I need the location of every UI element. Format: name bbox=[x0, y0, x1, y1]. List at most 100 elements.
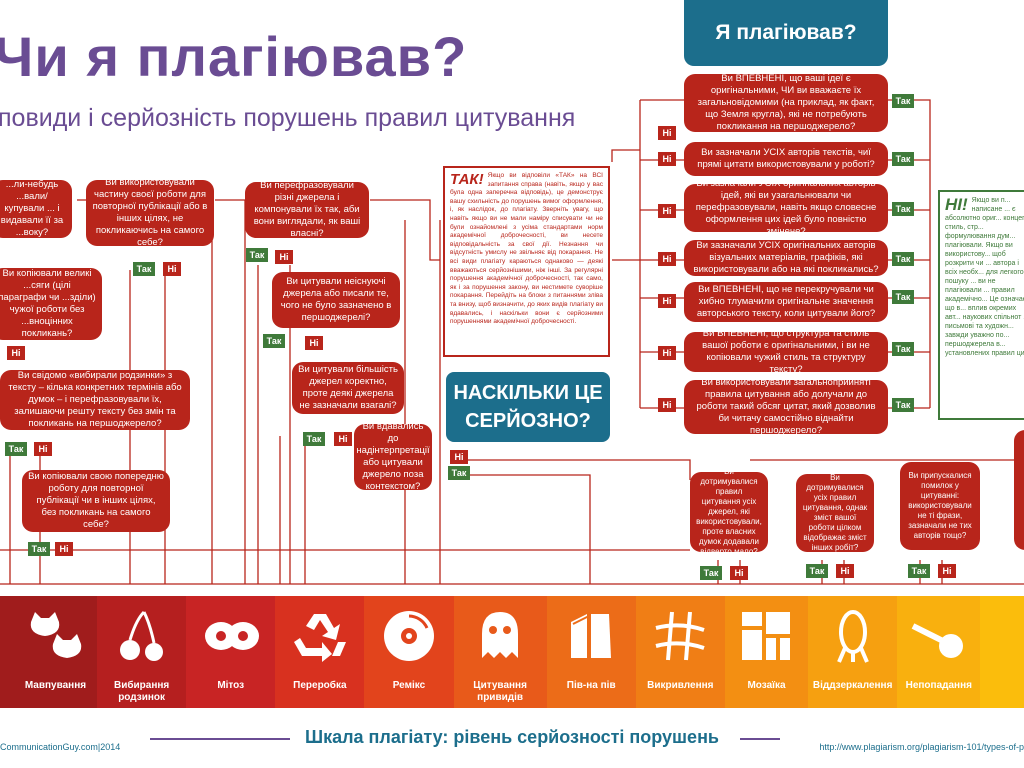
answer-yes: Так bbox=[303, 432, 325, 446]
scale-label: Вибирання родзинок bbox=[113, 680, 170, 703]
question-few-own-ideas: Ви дотримувалися правил цитування усіх д… bbox=[690, 467, 768, 556]
question-some-uncited: Ви цитували більшість джерел коректно, п… bbox=[292, 362, 404, 414]
no-box-heading: НІ! bbox=[945, 195, 968, 214]
answer-yes: Так bbox=[5, 442, 27, 456]
answer-yes: Так bbox=[892, 94, 914, 108]
answer-no: Ні bbox=[658, 126, 676, 140]
answer-no: Ні bbox=[305, 336, 323, 350]
scale-item-half-half: Пів-на пів bbox=[546, 596, 636, 708]
question-citation-rules: Ви використовували загальноприйняті прав… bbox=[684, 377, 888, 436]
answer-no: Ні bbox=[658, 204, 676, 218]
scale-item-distortion: Викривлення bbox=[635, 596, 725, 708]
cd-icon bbox=[383, 611, 434, 661]
scale-title: Шкала плагіату: рівень серйозності поруш… bbox=[304, 727, 720, 747]
answer-yes: Так bbox=[448, 466, 470, 480]
answer-no: Ні bbox=[163, 262, 181, 276]
scale-label: Непопадання bbox=[905, 680, 972, 691]
scale-item-ghost-citing: Цитування привидів bbox=[453, 596, 547, 708]
scale-item-cherry-picking: Вибирання родзинок bbox=[97, 596, 187, 708]
recycle-icon bbox=[293, 614, 346, 662]
scale-item-mosaic: Мозаїка bbox=[724, 596, 809, 708]
answer-no: Ні bbox=[658, 294, 676, 308]
scale-item-mitosis: Мітоз bbox=[186, 596, 276, 708]
hash-icon bbox=[655, 611, 705, 661]
plagiarism-scale: Мавпування Вибирання родзинок Мітоз Пере… bbox=[0, 596, 1024, 708]
question-not-distorted: Ви ВПЕВНЕНІ, що не перекручували чи хибн… bbox=[684, 282, 888, 322]
scale-item-recycle: Переробка bbox=[275, 596, 365, 708]
page-subtitle: повиди і серйозність порушень правил цит… bbox=[0, 104, 576, 132]
question-copied-previous: Ви копіювали свою попередню роботу для п… bbox=[22, 470, 170, 532]
answer-no: Ні bbox=[658, 152, 676, 166]
mirror-icon bbox=[836, 610, 869, 663]
answer-yes: Так bbox=[892, 398, 914, 412]
no-explanation-box: НІ!Якщо ви п... написане ... є абсолютно… bbox=[938, 190, 1024, 420]
question-original-style: Ви ВПЕВНЕНІ, що структура та стиль вашої… bbox=[684, 328, 888, 375]
divider bbox=[740, 738, 780, 740]
answer-no: Ні bbox=[334, 432, 352, 446]
footer-url[interactable]: http://www.plagiarism.org/plagiarism-101… bbox=[819, 742, 1024, 752]
answer-yes: Так bbox=[892, 342, 914, 356]
scale-item-mirror: Віддзеркалення bbox=[808, 596, 898, 708]
answer-yes: Так bbox=[892, 252, 914, 266]
question-partial-right bbox=[1014, 430, 1024, 550]
footer-credit: CommunicationGuy.com|2014 bbox=[0, 742, 121, 752]
mitosis-icon bbox=[204, 622, 259, 650]
miss-icon bbox=[911, 623, 963, 658]
scale-label: Пів-на пів bbox=[566, 680, 616, 691]
question-paraphrase-compose: Ви перефразовували різні джерела і компо… bbox=[245, 180, 369, 239]
cherries-icon bbox=[119, 610, 163, 661]
answer-yes: Так bbox=[806, 564, 828, 578]
question-cited-quotes: Ви зазначали УСІХ авторів текстів, чиї п… bbox=[684, 142, 888, 176]
answer-yes: Так bbox=[892, 152, 914, 166]
scale-label: Віддзеркалення bbox=[812, 680, 893, 691]
answer-no: Ні bbox=[836, 564, 854, 578]
tab-how-serious: НАСКІЛЬКИ ЦЕ СЕРЙОЗНО? bbox=[446, 372, 610, 442]
answer-no: Ні bbox=[938, 564, 956, 578]
cats-icon bbox=[31, 612, 82, 658]
question-bought-work: ...ли-небудь ...вали/купували ... і вида… bbox=[0, 179, 72, 238]
question-original-ideas: Ви ВПЕВНЕНІ, що ваші ідеї є оригінальним… bbox=[684, 73, 888, 132]
scale-label: Переробка bbox=[293, 680, 347, 691]
answer-yes: Так bbox=[700, 566, 722, 580]
page-title: Чи я плагіював? bbox=[0, 25, 468, 88]
scale-label: Цитування привидів bbox=[473, 680, 527, 703]
answer-yes: Так bbox=[263, 334, 285, 348]
answer-yes: Так bbox=[892, 290, 914, 304]
answer-yes: Так bbox=[133, 262, 155, 276]
question-fake-sources: Ви цитували неіснуючі джерела або писали… bbox=[272, 272, 400, 328]
answer-yes: Так bbox=[246, 248, 268, 262]
answer-no: Ні bbox=[450, 450, 468, 464]
answer-yes: Так bbox=[28, 542, 50, 556]
yes-box-heading: ТАК! bbox=[450, 171, 484, 188]
question-copied-large: Ви копіювали великі ...сяги (цілі парагр… bbox=[0, 268, 102, 340]
question-content-mirrors: Ви дотримувалися усіх правил цитування, … bbox=[796, 473, 874, 552]
answer-no: Ні bbox=[55, 542, 73, 556]
yes-box-text: Якщо ви відповіли «ТАК» на ВСІ запитання… bbox=[450, 172, 603, 326]
scale-item-miss: Непопадання bbox=[897, 596, 981, 708]
answer-yes: Так bbox=[892, 202, 914, 216]
answer-no: Ні bbox=[275, 250, 293, 264]
half-icon bbox=[571, 614, 612, 658]
scale-item-aping: Мавпування bbox=[13, 596, 98, 708]
divider bbox=[150, 738, 290, 740]
answer-no: Ні bbox=[34, 442, 52, 456]
answer-no: Ні bbox=[730, 566, 748, 580]
answer-no: Ні bbox=[658, 398, 676, 412]
scale-label: Викривлення bbox=[647, 680, 714, 691]
ghost-icon bbox=[482, 612, 519, 658]
question-cited-visuals: Ви зазначали УСІХ оригінальних авторів в… bbox=[684, 240, 888, 276]
scale-label: Мітоз bbox=[217, 680, 245, 691]
scale-item-partial-left bbox=[0, 596, 14, 708]
scale-label: Ремікс bbox=[392, 680, 426, 691]
answer-no: Ні bbox=[658, 252, 676, 266]
question-citation-errors: Ви припускалися помилок у цитуванні: вик… bbox=[900, 462, 980, 550]
yes-explanation-box: ТАК!Якщо ви відповіли «ТАК» на ВСІ запит… bbox=[443, 166, 610, 357]
question-cherry-picking: Ви свідомо «вибирали родзинки» з тексту … bbox=[0, 370, 190, 430]
question-self-reuse: Ви використовували частину своєї роботи … bbox=[86, 177, 214, 248]
scale-label: Мозаїка bbox=[747, 680, 786, 691]
scale-label: Мавпування bbox=[24, 680, 87, 691]
answer-yes: Так bbox=[908, 564, 930, 578]
scale-item-partial-right bbox=[980, 596, 1024, 708]
mosaic-icon bbox=[742, 612, 791, 660]
question-cited-ideas: Ви зазначали УСІХ оригінальних авторів і… bbox=[684, 178, 888, 237]
